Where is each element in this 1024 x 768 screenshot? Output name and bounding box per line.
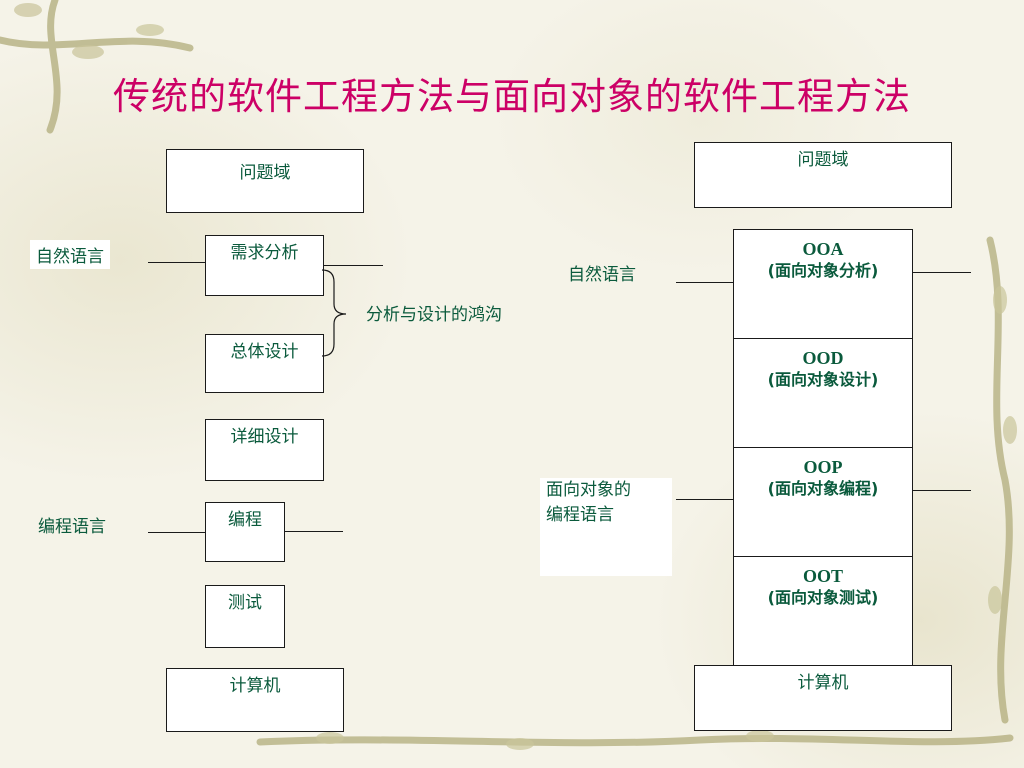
requirements-box: 需求分析 [205, 235, 324, 296]
ooa-right-line [913, 272, 971, 273]
oo-programming-language-line1: 面向对象的 [546, 480, 631, 500]
ooa-full-name: (面向对象分析) [767, 261, 879, 280]
right-problem-domain-label: 问题域 [797, 150, 849, 170]
left-computer-label: 计算机 [229, 676, 281, 696]
right-computer-label: 计算机 [797, 673, 849, 693]
oo-programming-language-label: 面向对象的 编程语言 [540, 478, 672, 576]
oo-programming-language-connector [676, 499, 734, 500]
coding-right-line [285, 531, 343, 532]
left-problem-domain-box: 问题域 [166, 149, 364, 213]
testing-label: 测试 [228, 593, 262, 613]
oot-abbr: OOT [802, 566, 843, 586]
right-natural-language-label: 自然语言 [568, 265, 636, 285]
oop-abbr: OOP [803, 457, 843, 477]
requirements-label: 需求分析 [230, 243, 299, 263]
requirements-right-line [324, 265, 383, 266]
ood-full-name: (面向对象设计) [767, 370, 879, 389]
overall-design-label: 总体设计 [230, 342, 299, 362]
oot-box: OOT (面向对象测试) [733, 556, 913, 666]
right-computer-box: 计算机 [694, 665, 952, 731]
left-natural-language-label: 自然语言 [30, 240, 110, 269]
left-natural-language-connector [148, 262, 206, 263]
ooa-box: OOA (面向对象分析) [733, 229, 913, 339]
left-problem-domain-label: 问题域 [239, 163, 291, 183]
ooa-abbr: OOA [802, 239, 844, 259]
oot-full-name: (面向对象测试) [767, 588, 879, 607]
left-computer-box: 计算机 [166, 668, 344, 732]
oop-box: OOP (面向对象编程) [733, 447, 913, 557]
ood-abbr: OOD [802, 348, 844, 368]
left-programming-language-label: 编程语言 [38, 517, 106, 537]
oop-right-line [913, 490, 971, 491]
overall-design-box: 总体设计 [205, 334, 324, 393]
slide-title: 传统的软件工程方法与面向对象的软件工程方法 [113, 75, 911, 118]
oop-full-name: (面向对象编程) [767, 479, 879, 498]
detailed-design-label: 详细设计 [230, 427, 299, 447]
coding-label: 编程 [228, 510, 262, 530]
right-natural-language-connector [676, 282, 734, 283]
right-problem-domain-box: 问题域 [694, 142, 952, 208]
oo-programming-language-line2: 编程语言 [546, 505, 614, 525]
left-programming-language-connector [148, 532, 206, 533]
ood-box: OOD (面向对象设计) [733, 338, 913, 448]
detailed-design-box: 详细设计 [205, 419, 324, 481]
testing-box: 测试 [205, 585, 285, 648]
coding-box: 编程 [205, 502, 285, 562]
analysis-design-gap-label: 分析与设计的鸿沟 [366, 305, 502, 325]
